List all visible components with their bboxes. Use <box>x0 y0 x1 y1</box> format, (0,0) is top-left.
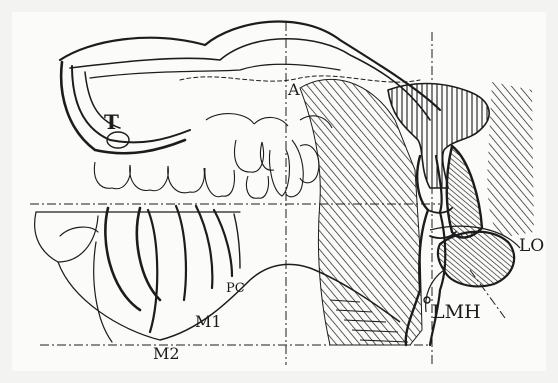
label-lo: LO <box>519 238 544 255</box>
label-m2: M2 <box>153 346 180 362</box>
label-a: A <box>288 82 300 98</box>
upper-teeth <box>94 114 332 199</box>
label-m1: M1 <box>195 314 222 330</box>
lmh-point <box>424 297 430 303</box>
label-pc: PC <box>226 282 245 295</box>
label-lmh: LMH <box>432 303 481 322</box>
right-wing-hatch <box>487 82 534 238</box>
label-t: T <box>104 112 119 132</box>
